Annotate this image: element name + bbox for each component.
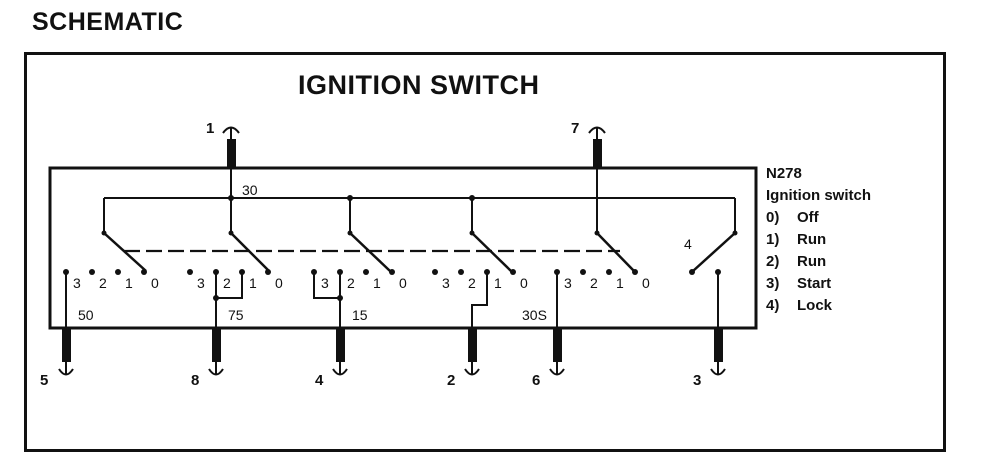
contact-0: 0 [520, 275, 528, 291]
contact-group-2: 3 2 1 0 [187, 269, 283, 291]
bottom-pin-3: 3 [693, 328, 726, 389]
bottom-pin-2-label: 2 [447, 372, 455, 389]
contact-1: 1 [616, 275, 624, 291]
schematic-frame [24, 52, 946, 452]
contact-3: 3 [442, 275, 450, 291]
legend-num-0: 0) [766, 209, 779, 226]
contact-3: 3 [321, 275, 329, 291]
component-legend: N278 Ignition switch 0) Off 1) Run 2) Ru… [766, 165, 871, 314]
terminal-50-label: 50 [78, 307, 94, 323]
legend-num-1: 1) [766, 231, 779, 248]
contact-group-3: 3 2 1 0 [311, 269, 407, 291]
top-pin-7: 7 [571, 120, 606, 169]
terminal-15-label: 15 [352, 307, 368, 323]
contact-1: 1 [494, 275, 502, 291]
contact-1: 1 [249, 275, 257, 291]
bottom-pin-4: 4 [315, 328, 348, 389]
contact-2: 2 [468, 275, 476, 291]
legend-label-3: Start [797, 275, 831, 292]
contact-3: 3 [197, 275, 205, 291]
contact-3: 3 [73, 275, 81, 291]
bus-30-label: 30 [242, 182, 258, 198]
contact-1: 1 [373, 275, 381, 291]
bottom-pin-6-label: 6 [532, 372, 540, 389]
bottom-pin-4-label: 4 [315, 372, 324, 389]
contact-group-1: 3 2 1 0 [63, 269, 159, 291]
bottom-pin-5: 5 [40, 328, 74, 389]
contact-2: 2 [223, 275, 231, 291]
bottom-pin-6: 6 [532, 328, 565, 389]
legend-num-2: 2) [766, 253, 779, 270]
contact-1: 1 [125, 275, 133, 291]
bottom-pin-8: 8 [191, 328, 224, 389]
component-id: N278 [766, 165, 802, 182]
legend-label-1: Run [797, 231, 826, 248]
contact-0: 0 [642, 275, 650, 291]
bottom-pin-8-label: 8 [191, 372, 199, 389]
contact-2: 2 [590, 275, 598, 291]
contact-lock: 4 [684, 236, 721, 275]
diagram-title: IGNITION SWITCH [298, 70, 540, 100]
terminal-30s-label: 30S [522, 307, 547, 323]
bottom-pin-5-label: 5 [40, 372, 48, 389]
terminal-75-label: 75 [228, 307, 244, 323]
legend-label-0: Off [797, 209, 820, 226]
bottom-pin-2: 2 [447, 328, 480, 389]
contact-4: 4 [684, 236, 692, 252]
legend-num-4: 4) [766, 297, 779, 314]
contact-0: 0 [399, 275, 407, 291]
contact-3: 3 [564, 275, 572, 291]
top-pin-1: 1 [206, 120, 240, 198]
contact-2: 2 [347, 275, 355, 291]
legend-label-2: Run [797, 253, 826, 270]
contact-group-4: 3 2 1 0 [432, 269, 528, 291]
component-name: Ignition switch [766, 187, 871, 204]
contact-group-5: 3 2 1 0 [554, 269, 650, 291]
switch-housing [48, 166, 758, 330]
legend-label-4: Lock [797, 297, 833, 314]
contact-0: 0 [275, 275, 283, 291]
contact-0: 0 [151, 275, 159, 291]
legend-num-3: 3) [766, 275, 779, 292]
top-pin-7-label: 7 [571, 120, 579, 137]
switch-blade-lock [692, 232, 736, 272]
contact-2: 2 [99, 275, 107, 291]
top-pin-1-label: 1 [206, 120, 214, 137]
bottom-pin-3-label: 3 [693, 372, 701, 389]
page-title: SCHEMATIC [32, 8, 184, 36]
